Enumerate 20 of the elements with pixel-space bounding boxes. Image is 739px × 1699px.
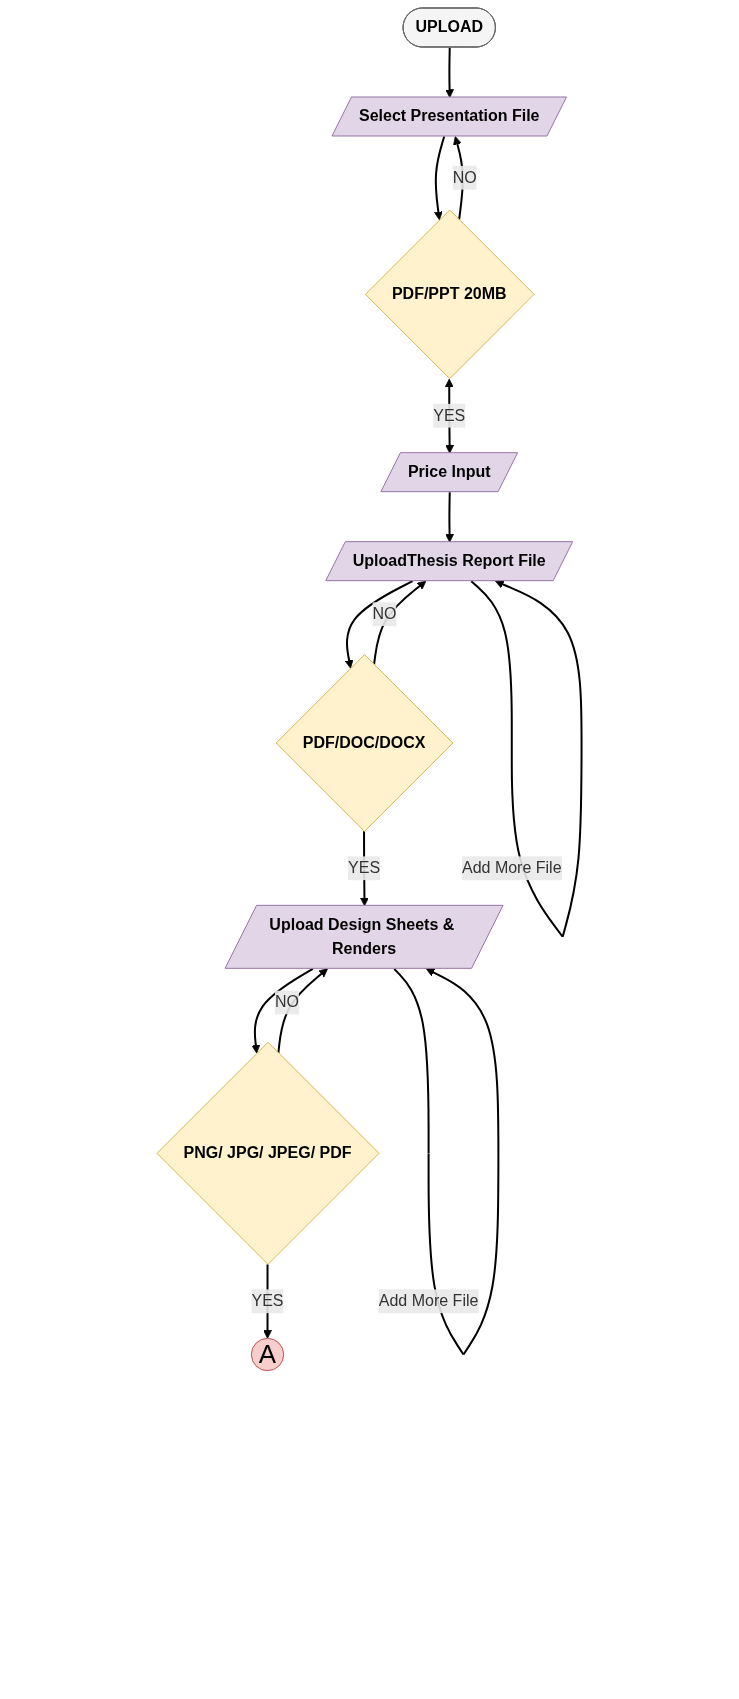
node-diamond: PNG/ JPG/ JPEG/ PDF <box>156 1041 380 1265</box>
arrow <box>345 580 414 669</box>
arrow <box>445 491 455 543</box>
edge-label: Add More File <box>462 859 562 877</box>
arrow <box>434 135 446 221</box>
arrow <box>393 967 500 1356</box>
edge-label: NO <box>452 168 477 186</box>
node-diamond: PDF/DOC/DOCX <box>275 654 454 832</box>
edge-label: Add More File <box>379 1292 479 1310</box>
edge-label: NO <box>372 605 397 623</box>
edge-label: YES <box>348 859 381 877</box>
arrow <box>277 968 329 1055</box>
arrow <box>470 580 583 938</box>
edge-label: NO <box>275 993 300 1011</box>
edge-label: YES <box>251 1292 284 1310</box>
arrow <box>251 967 314 1054</box>
edge-label: YES <box>433 406 466 424</box>
node-diamond: PDF/PPT 20MB <box>365 209 535 380</box>
node-circle: A <box>251 1337 285 1372</box>
arrow <box>445 46 455 98</box>
